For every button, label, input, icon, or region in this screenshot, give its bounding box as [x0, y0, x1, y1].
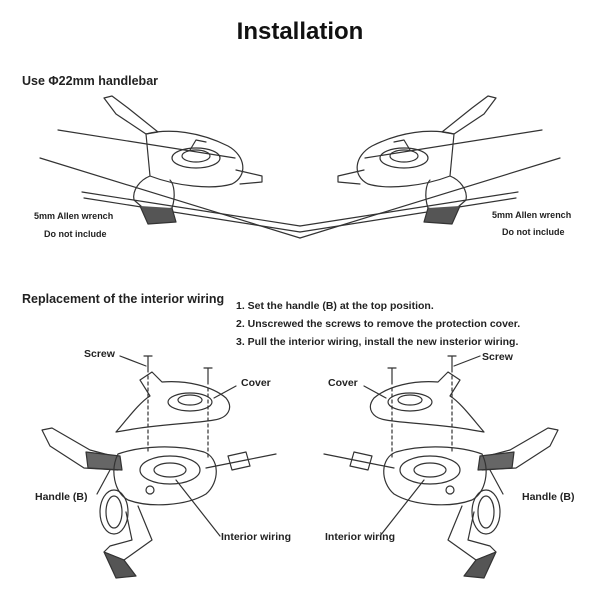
- label-screw-right: Screw: [482, 351, 513, 363]
- left-shifter-exploded-illustration: [41, 355, 277, 579]
- label-cover-left: Cover: [241, 377, 271, 389]
- label-wiring-right: Interior wiring: [325, 531, 396, 543]
- right-shifter-exploded-illustration: [323, 355, 559, 579]
- left-wrench-note: 5mm Allen wrench: [34, 211, 114, 221]
- right-shifter-top-illustration: [299, 95, 561, 239]
- label-handle-left: Handle (B): [35, 491, 88, 503]
- label-handle-right: Handle (B): [522, 491, 575, 503]
- step-3: 3. Pull the interior wiring, install the…: [236, 336, 519, 348]
- label-cover-right: Cover: [328, 377, 358, 389]
- step-2: 2. Unscrewed the screws to remove the pr…: [236, 318, 521, 330]
- left-shifter-top-illustration: [39, 95, 301, 239]
- handlebar-heading: Use Φ22mm handlebar: [22, 74, 159, 88]
- label-wiring-left: Interior wiring: [221, 531, 292, 543]
- right-not-included-note: Do not include: [502, 227, 565, 237]
- page-title: Installation: [236, 18, 364, 45]
- right-wrench-note: 5mm Allen wrench: [492, 210, 572, 220]
- step-1: 1. Set the handle (B) at the top positio…: [236, 300, 434, 312]
- left-not-included-note: Do not include: [44, 229, 107, 239]
- label-screw-left: Screw: [84, 348, 115, 360]
- wiring-heading: Replacement of the interior wiring: [22, 292, 225, 306]
